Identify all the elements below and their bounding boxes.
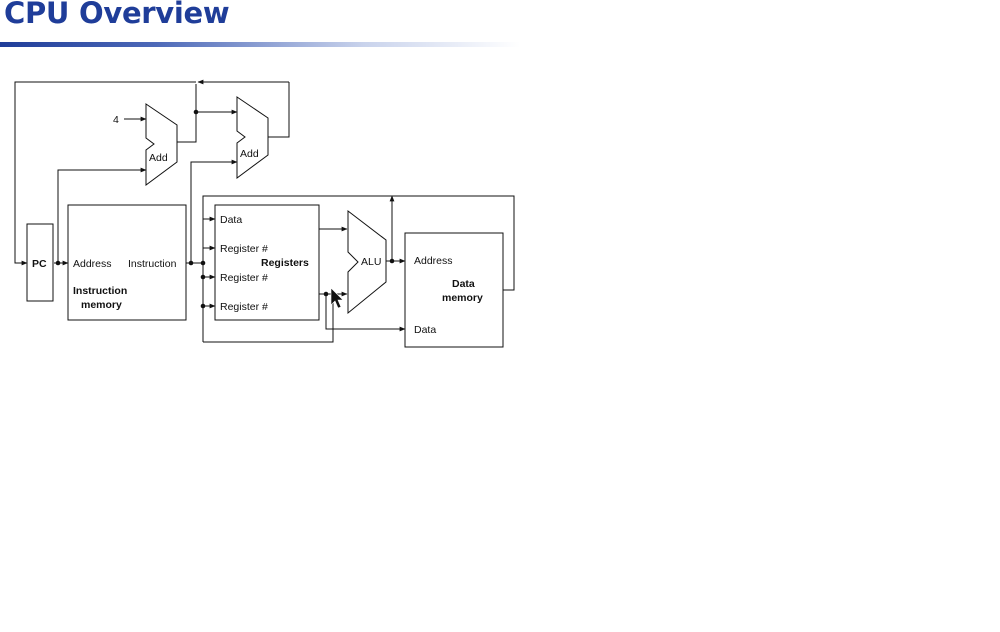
imem-name-line2: memory [81, 299, 122, 311]
imem-instruction-label: Instruction [128, 258, 177, 270]
register-file [214, 204, 320, 321]
pc-register [26, 223, 54, 302]
imem-name-line1: Instruction [73, 285, 127, 297]
page-title: CPU Overview [4, 0, 230, 30]
wires [14, 79, 515, 343]
reg-data-label: Data [220, 214, 242, 226]
reg-write-label: Register # [220, 301, 268, 313]
dmem-data-label: Data [414, 324, 436, 336]
adder-1-label: Add [149, 152, 168, 164]
alu [347, 209, 387, 315]
imem-address-label: Address [73, 258, 112, 270]
adder-2-label: Add [240, 148, 259, 160]
instruction-memory [67, 204, 187, 321]
constant-four: 4 [113, 114, 119, 126]
mouse-pointer-icon [330, 287, 344, 309]
dmem-name-line2: memory [442, 292, 483, 304]
alu-label: ALU [361, 256, 381, 268]
title-underline [0, 42, 520, 47]
junction-dots [55, 109, 395, 309]
adder-2 [236, 96, 269, 179]
dmem-name-line1: Data [452, 278, 475, 290]
reg-read1-label: Register # [220, 243, 268, 255]
pc-label: PC [32, 258, 47, 270]
dmem-address-label: Address [414, 255, 453, 267]
reg-read2-label: Register # [220, 272, 268, 284]
registers-name: Registers [261, 257, 309, 269]
adder-1 [145, 103, 178, 186]
data-memory [404, 232, 504, 348]
